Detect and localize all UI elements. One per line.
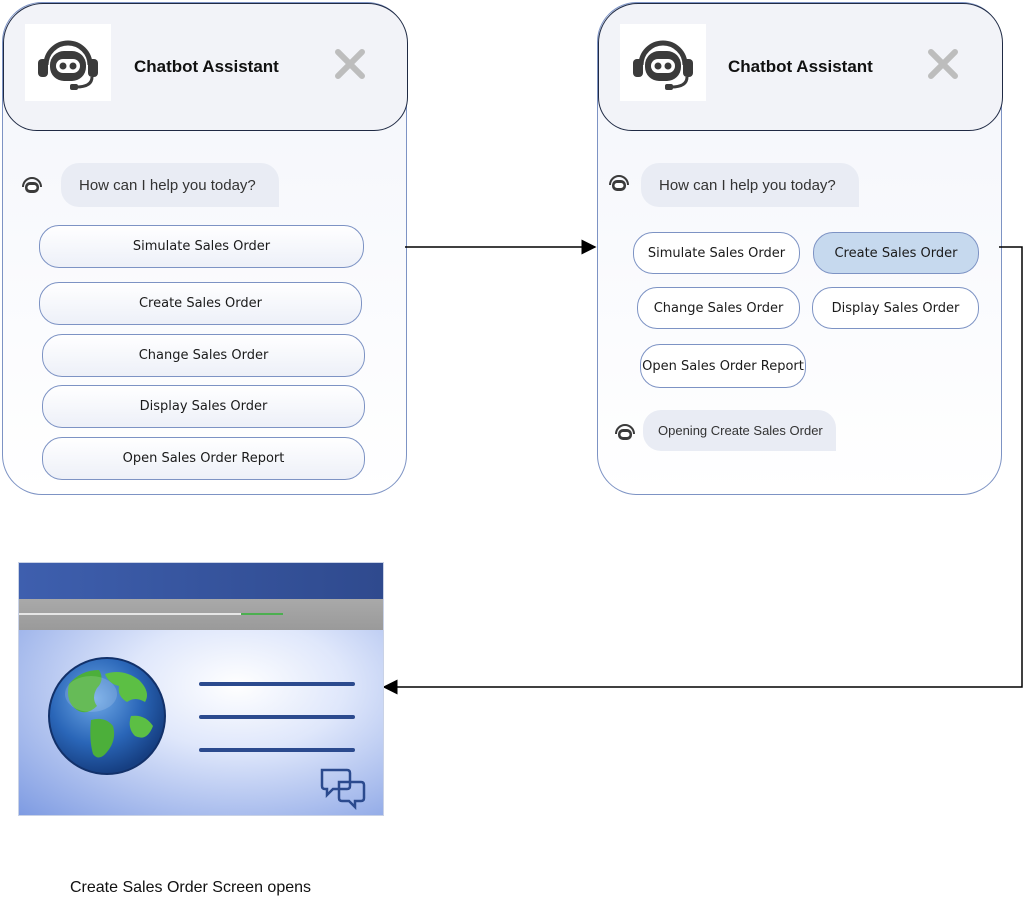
caption: Create Sales Order Screen opens xyxy=(70,879,312,896)
option-simulate-sales-order[interactable]: Simulate Sales Order xyxy=(633,232,800,274)
greeting-bubble: How can I help you today? xyxy=(61,163,279,207)
globe-icon xyxy=(48,657,166,775)
chat-title: Chatbot Assistant xyxy=(728,57,873,76)
option-create-sales-order[interactable]: Create Sales Order xyxy=(39,282,362,325)
screen-titlebar xyxy=(19,563,383,599)
chatbot-avatar xyxy=(25,24,111,101)
chat-bubbles-icon xyxy=(320,768,366,810)
close-icon[interactable] xyxy=(334,48,366,80)
chatbot-avatar xyxy=(620,24,706,101)
greeting-bubble: How can I help you today? xyxy=(641,163,859,207)
bot-icon xyxy=(615,424,635,440)
content-line xyxy=(199,715,355,719)
option-change-sales-order[interactable]: Change Sales Order xyxy=(637,287,800,329)
option-open-sales-order-report[interactable]: Open Sales Order Report xyxy=(42,437,365,480)
option-change-sales-order[interactable]: Change Sales Order xyxy=(42,334,365,377)
headset-bot-icon xyxy=(633,40,693,90)
create-sales-order-screen xyxy=(18,562,384,816)
option-display-sales-order[interactable]: Display Sales Order xyxy=(812,287,979,329)
bot-icon xyxy=(22,177,42,193)
option-open-sales-order-report[interactable]: Open Sales Order Report xyxy=(640,344,806,388)
option-create-sales-order[interactable]: Create Sales Order xyxy=(813,232,979,274)
content-line xyxy=(199,682,355,686)
toolbar-line xyxy=(19,613,241,615)
option-display-sales-order[interactable]: Display Sales Order xyxy=(42,385,365,428)
chat-window-right: Chatbot Assistant How can I help you tod… xyxy=(597,2,1003,495)
close-icon[interactable] xyxy=(927,48,959,80)
chat-title: Chatbot Assistant xyxy=(134,57,279,76)
option-simulate-sales-order[interactable]: Simulate Sales Order xyxy=(39,225,364,268)
content-line xyxy=(199,748,355,752)
bot-icon xyxy=(609,175,629,191)
screen-toolbar xyxy=(19,599,383,630)
headset-bot-icon xyxy=(38,40,98,90)
chat-header: Chatbot Assistant xyxy=(3,3,408,131)
toolbar-progress xyxy=(241,613,283,615)
screen-body xyxy=(19,630,383,815)
chat-header: Chatbot Assistant xyxy=(598,3,1003,131)
reply-bubble: Opening Create Sales Order xyxy=(643,410,836,451)
chat-window-left: Chatbot Assistant How can I help you tod… xyxy=(2,2,408,495)
